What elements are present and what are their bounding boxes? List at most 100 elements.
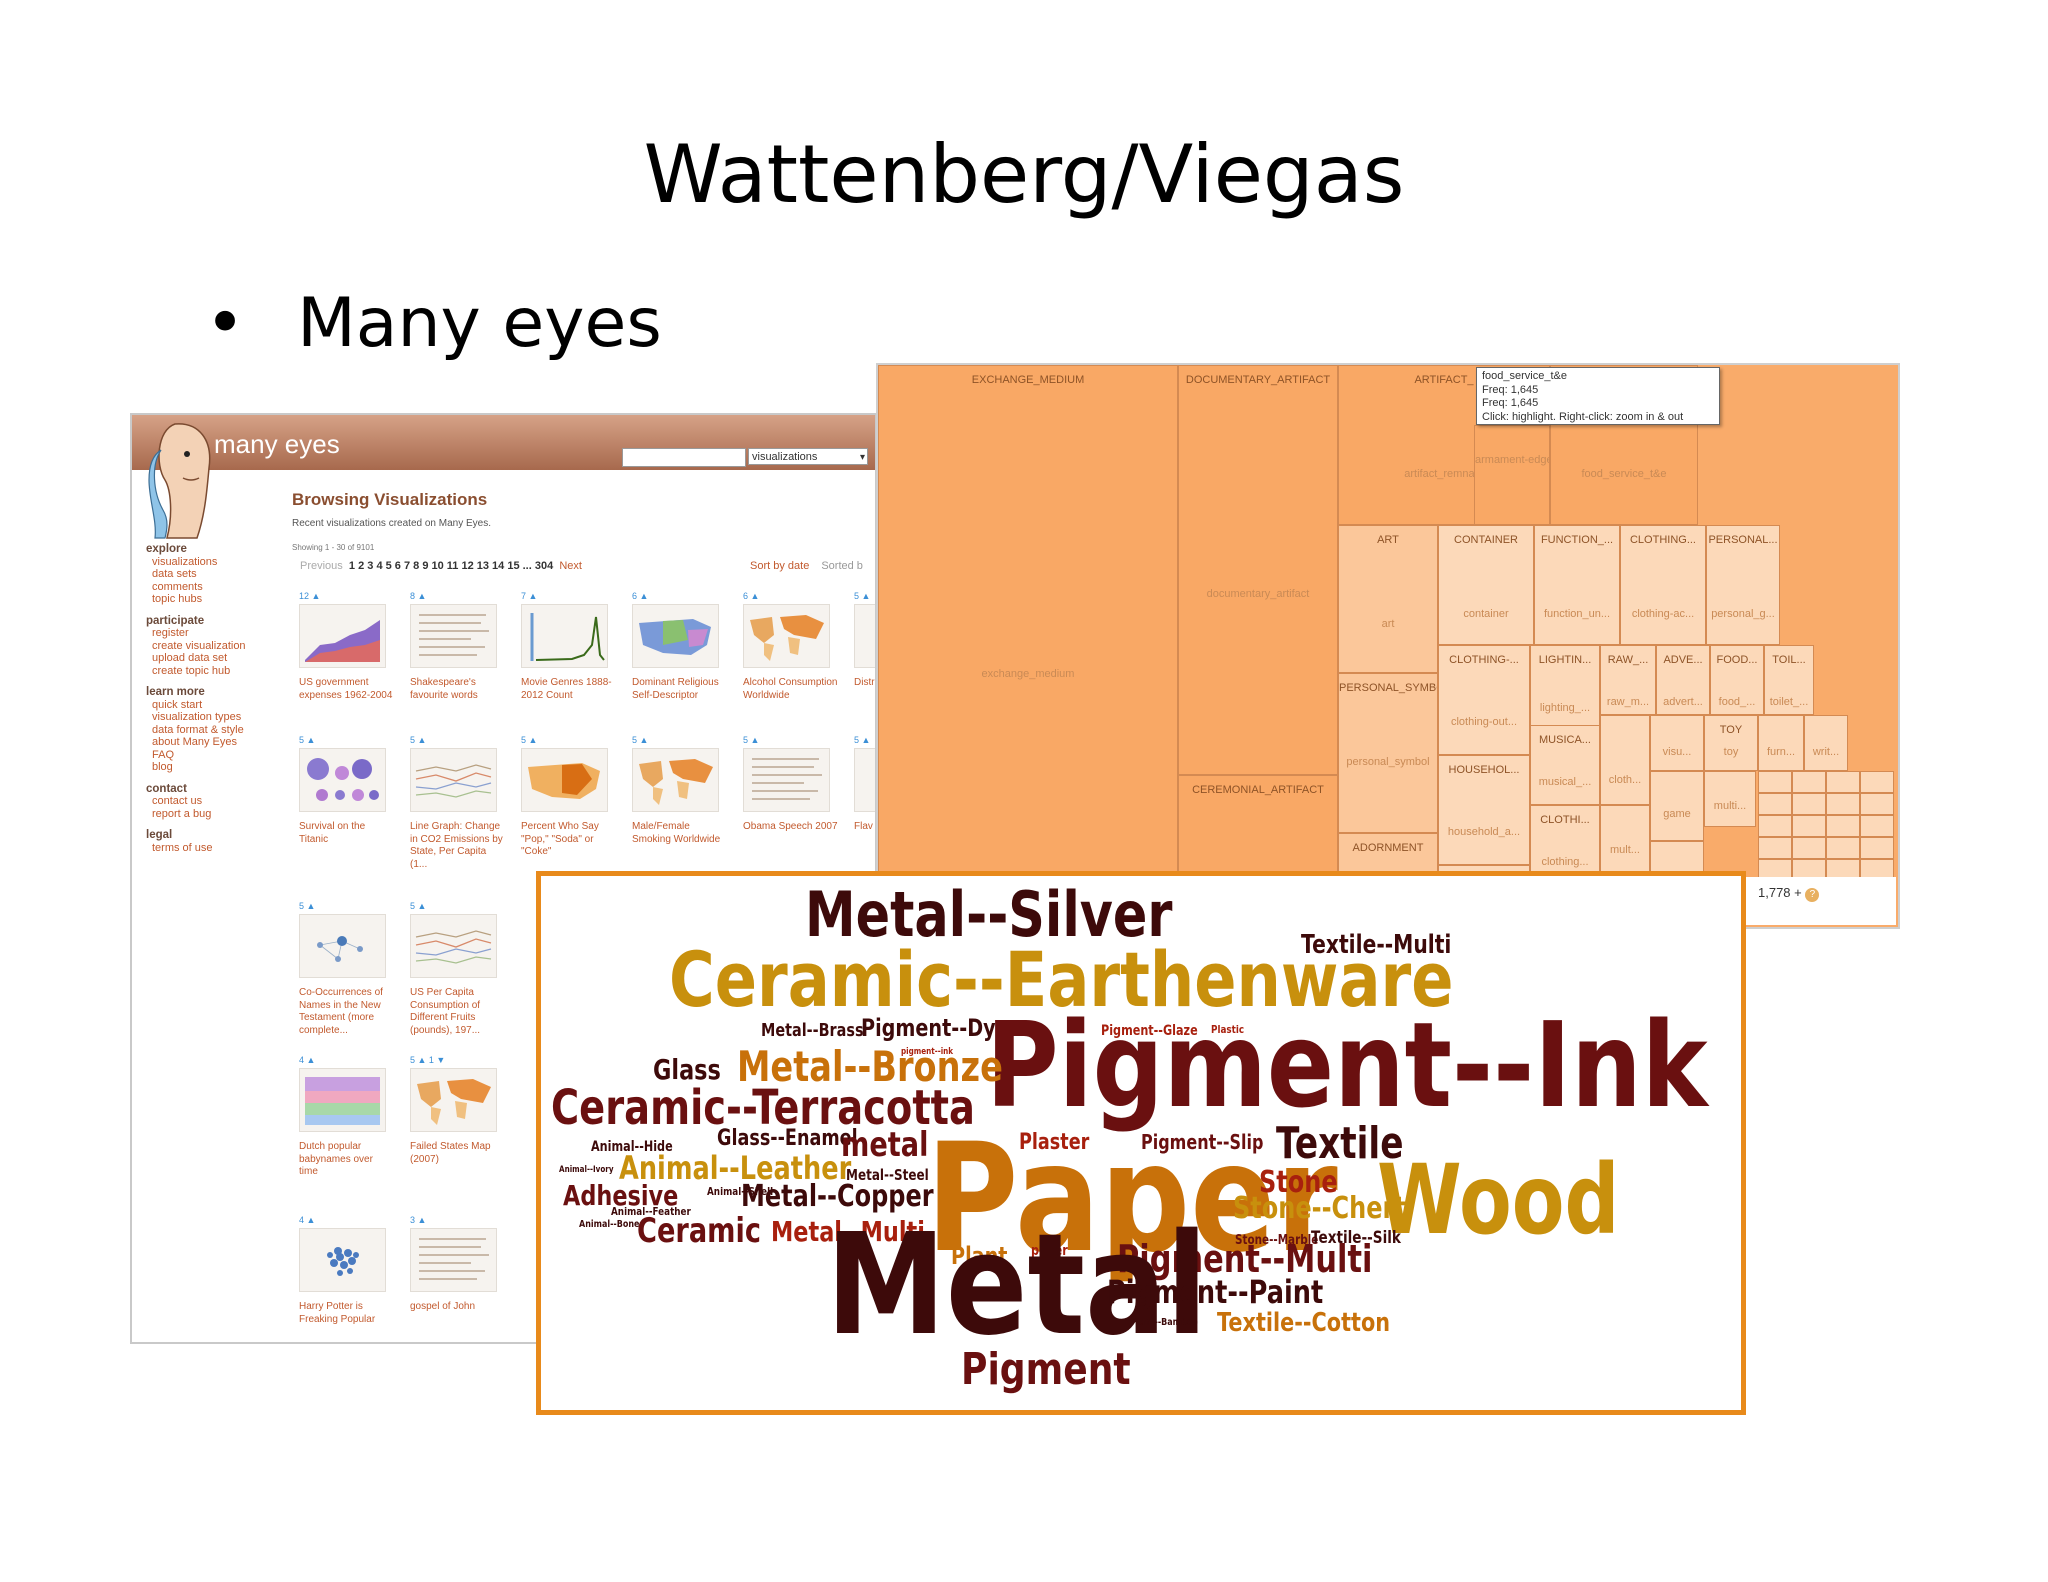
treemap-small-cell[interactable] [1758, 793, 1792, 815]
visualization-card[interactable]: 8 ▲Shakespeare's favourite words [410, 591, 505, 702]
search-input[interactable] [622, 448, 746, 467]
visualization-title-link[interactable]: Distr Fore time [854, 677, 875, 688]
visualization-card[interactable]: 7 ▲Movie Genres 1888-2012 Count [521, 591, 616, 702]
nav-link[interactable]: create visualization [152, 639, 246, 652]
treemap-cell[interactable]: armament-edged [1474, 425, 1550, 525]
visualization-title-link[interactable]: Co-Occurrences of Names in the New Testa… [299, 987, 383, 1036]
help-icon[interactable]: ? [1805, 888, 1820, 902]
visualization-card-partial[interactable]: 5 ▲Flav Tem and [854, 735, 875, 834]
visualization-title-link[interactable]: Movie Genres 1888-2012 Count [521, 677, 612, 701]
visualization-card[interactable]: 5 ▲Co-Occurrences of Names in the New Te… [299, 901, 394, 1037]
visualization-title-link[interactable]: Percent Who Say "Pop," "Soda" or "Coke" [521, 821, 599, 857]
visualization-card[interactable]: 5 ▲Male/Female Smoking Worldwide [632, 735, 727, 846]
world-map-thumbnail[interactable] [410, 1068, 497, 1132]
us-map-multi-thumbnail[interactable] [632, 604, 719, 668]
treemap-cell[interactable]: FOOD...food_... [1710, 645, 1764, 715]
network-thumbnail[interactable] [299, 914, 386, 978]
nav-link[interactable]: about Many Eyes [152, 736, 237, 748]
treemap-cell[interactable]: writ... [1804, 715, 1848, 771]
bubbles-thumbnail[interactable] [299, 748, 386, 812]
treemap-cell[interactable]: RAW_...raw_m... [1600, 645, 1656, 715]
blue-cluster-thumbnail[interactable] [299, 1228, 386, 1292]
treemap-small-cell[interactable] [1826, 793, 1860, 815]
nav-link[interactable]: visualizations [152, 555, 218, 568]
nav-link[interactable]: report a bug [152, 807, 212, 820]
visualization-card[interactable]: 5 ▲US Per Capita Consumption of Differen… [410, 901, 505, 1037]
nav-link[interactable]: topic hubs [152, 593, 203, 605]
text-lines-thumbnail[interactable] [410, 1228, 497, 1292]
treemap-cell[interactable]: cloth... [1600, 715, 1650, 805]
visualization-title-link[interactable]: Dominant Religious Self-Descriptor [632, 677, 719, 701]
nav-link[interactable]: blog [152, 761, 173, 773]
visualization-card[interactable]: 6 ▲Dominant Religious Self-Descriptor [632, 591, 727, 702]
treemap-small-cell[interactable] [1860, 815, 1894, 837]
nav-link[interactable]: contact us [152, 795, 203, 807]
visualization-title-link[interactable]: Obama Speech 2007 [743, 821, 838, 832]
treemap-small-cell[interactable] [1826, 771, 1860, 793]
visualization-title-link[interactable]: Dutch popular babynames over time [299, 1141, 373, 1177]
treemap-cell[interactable]: furn... [1758, 715, 1804, 771]
visualization-title-link[interactable]: Survival on the Titanic [299, 821, 366, 845]
visualization-title-link[interactable]: Line Graph: Change in CO2 Emissions by S… [410, 821, 503, 870]
nav-link[interactable]: upload data set [152, 652, 228, 664]
visualization-card[interactable]: 3 ▲gospel of John [410, 1215, 505, 1314]
treemap-cell[interactable]: game [1650, 771, 1704, 841]
visualization-title-link[interactable]: US Per Capita Consumption of Different F… [410, 987, 481, 1036]
nav-link[interactable]: terms of use [152, 841, 213, 854]
treemap-small-cell[interactable] [1758, 771, 1792, 793]
visualization-title-link[interactable]: US government expenses 1962-2004 [299, 677, 393, 701]
treemap-cell[interactable]: CLOTHING-...clothing-out... [1438, 645, 1530, 755]
visualization-card[interactable]: 5 ▲ 1 ▼Failed States Map (2007) [410, 1055, 505, 1166]
visualization-title-link[interactable]: Flav Tem and [854, 821, 875, 832]
treemap-cell[interactable]: PERSONAL_SYMBOLpersonal_symbol [1338, 673, 1438, 833]
previous-link[interactable]: Previous [300, 560, 343, 572]
visualization-title-link[interactable]: gospel of John [410, 1301, 476, 1312]
visualization-card[interactable]: 12 ▲US government expenses 1962-2004 [299, 591, 394, 702]
visualization-card[interactable]: 5 ▲Obama Speech 2007 [743, 735, 838, 834]
treemap-small-cell[interactable] [1860, 793, 1894, 815]
treemap-small-cell[interactable] [1792, 837, 1826, 859]
treemap-cell[interactable]: CLOTHING...clothing-ac... [1620, 525, 1706, 645]
treemap-small-cell[interactable] [1792, 793, 1826, 815]
page-links[interactable]: 1 2 3 4 5 6 7 8 9 10 11 12 13 14 15 ... … [348, 560, 554, 572]
stacked-pastel-thumbnail[interactable] [299, 1068, 386, 1132]
line-graph-thumbnail[interactable] [410, 914, 497, 978]
treemap-cell[interactable]: ADVE...advert... [1656, 645, 1710, 715]
treemap-small-cell[interactable] [1826, 837, 1860, 859]
treemap-cell[interactable]: multi... [1704, 771, 1756, 827]
text-lines-thumbnail[interactable] [743, 748, 830, 812]
treemap-small-cell[interactable] [1860, 837, 1894, 859]
treemap-cell[interactable]: TOIL...toilet_... [1764, 645, 1814, 715]
nav-link[interactable]: register [152, 627, 189, 639]
us-map-orange-thumbnail[interactable] [521, 748, 608, 812]
nav-link[interactable]: FAQ [152, 748, 175, 761]
treemap-cell[interactable]: FUNCTION_...function_un... [1534, 525, 1620, 645]
thumbnail[interactable] [854, 604, 875, 668]
nav-link[interactable]: visualization types [152, 711, 242, 723]
nav-link[interactable]: quick start [152, 698, 203, 711]
visualization-card[interactable]: 5 ▲Percent Who Say "Pop," "Soda" or "Cok… [521, 735, 616, 859]
nav-link[interactable]: data format & style [152, 723, 244, 736]
text-lines-thumbnail[interactable] [410, 604, 497, 668]
visualization-card-partial[interactable]: 5 ▲Distr Fore time [854, 591, 875, 690]
treemap-cell[interactable]: PERSONAL...personal_g... [1706, 525, 1780, 645]
stacked-area-thumbnail[interactable] [299, 604, 386, 668]
visualization-title-link[interactable]: Male/Female Smoking Worldwide [632, 821, 721, 845]
visualization-card[interactable]: 5 ▲Survival on the Titanic [299, 735, 394, 846]
visualization-title-link[interactable]: Shakespeare's favourite words [410, 677, 478, 701]
thumbnail[interactable] [854, 748, 875, 812]
world-map-thumbnail[interactable] [743, 604, 830, 668]
sort-by-date-link[interactable]: Sort by date [750, 560, 810, 572]
search-scope-select[interactable]: visualizations▾ [748, 448, 868, 465]
treemap-cell[interactable]: visu... [1650, 715, 1704, 771]
visualization-card[interactable]: 4 ▲Harry Potter is Freaking Popular [299, 1215, 394, 1326]
nav-link[interactable]: create topic hub [152, 664, 231, 677]
treemap-small-cell[interactable] [1826, 815, 1860, 837]
treemap-small-cell[interactable] [1758, 837, 1792, 859]
treemap-cell[interactable]: HOUSEHOL...household_a... [1438, 755, 1530, 865]
next-link[interactable]: Next [559, 560, 582, 572]
